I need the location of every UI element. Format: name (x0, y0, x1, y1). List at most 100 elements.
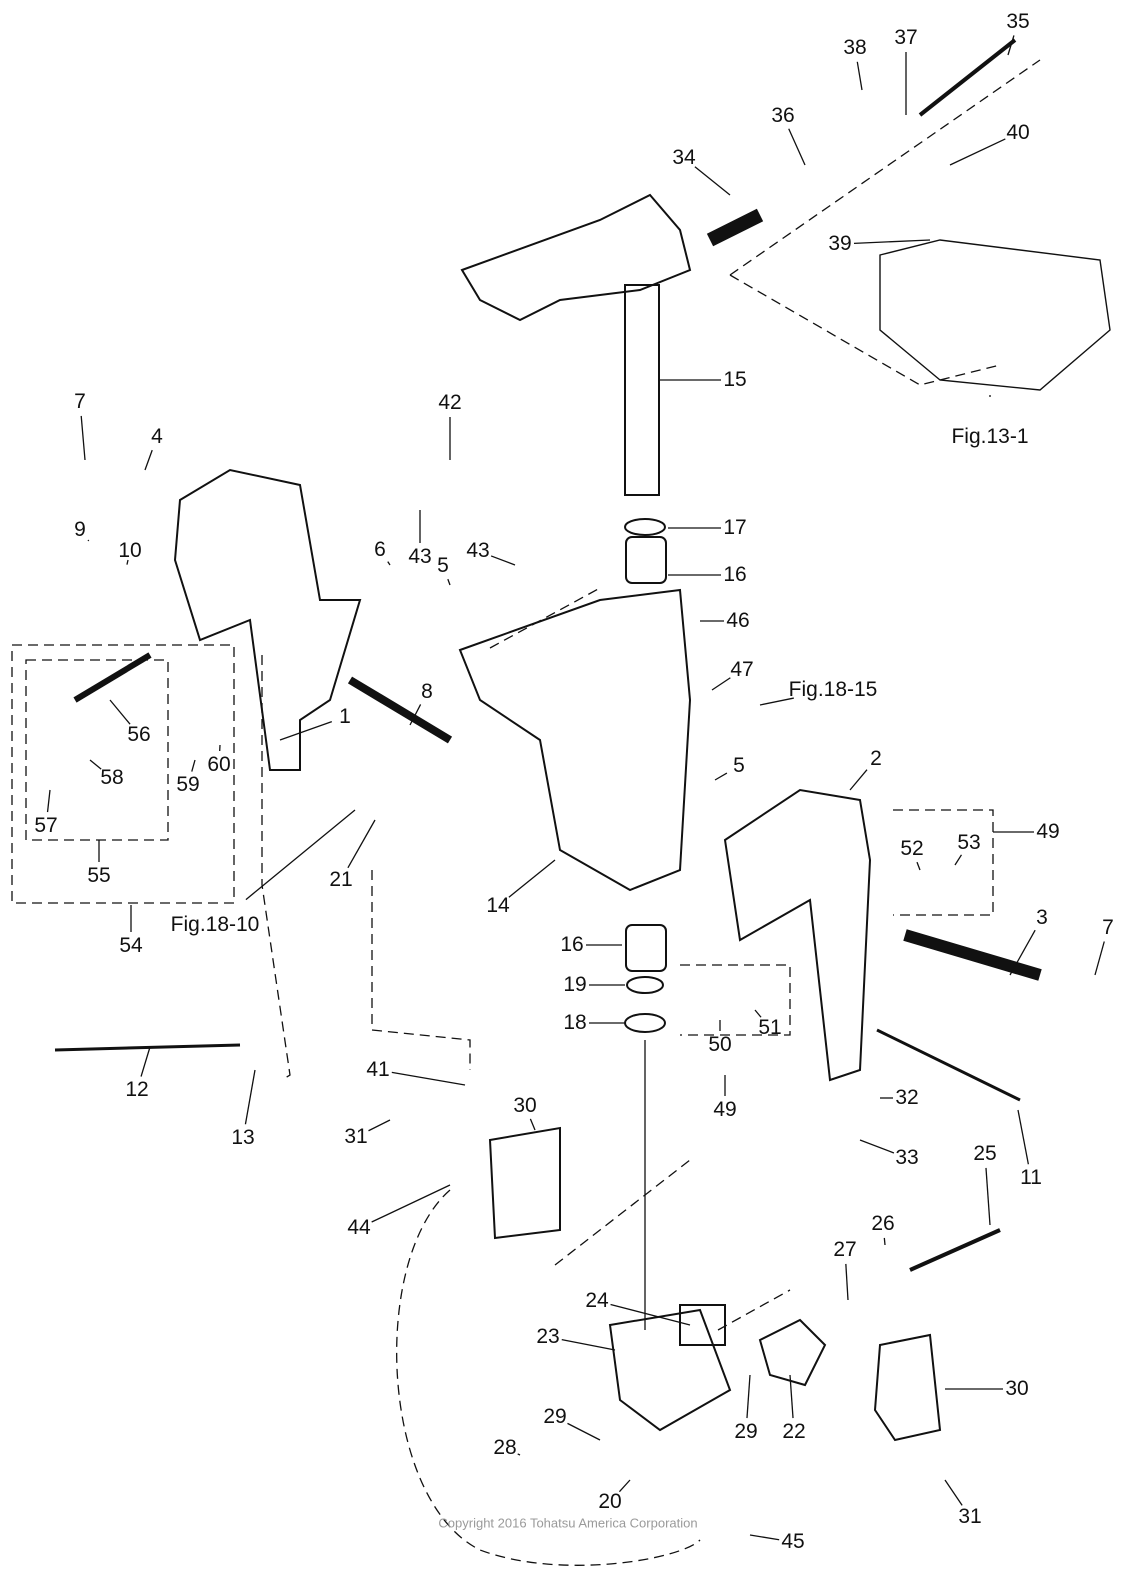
callout-56: 56 (127, 723, 151, 746)
callout-59: 59 (176, 773, 200, 796)
callout-7: 7 (74, 390, 86, 413)
tube-3 (903, 929, 1042, 981)
plate-30 (488, 1126, 561, 1240)
callout-30: 30 (1005, 1377, 1029, 1400)
callout-20: 20 (598, 1490, 622, 1513)
leader-line (87, 539, 90, 542)
callout-7: 7 (1102, 916, 1114, 939)
leader-line (916, 861, 921, 871)
leader-line (490, 555, 516, 566)
bushing-lower (625, 924, 667, 972)
callout-32: 32 (895, 1086, 919, 1109)
leader-line (856, 61, 863, 91)
leader-line (191, 759, 196, 772)
callout-45: 45 (781, 1530, 805, 1553)
callout-46: 46 (726, 609, 750, 632)
leader-line (387, 561, 391, 566)
callout-8: 8 (421, 680, 433, 703)
callout-5: 5 (733, 754, 745, 777)
bushing-upper (625, 536, 667, 584)
callout-57: 57 (34, 814, 58, 837)
callout-27: 27 (833, 1238, 857, 1261)
leader-line (567, 1422, 601, 1441)
callout-28: 28 (493, 1436, 517, 1459)
callout-29: 29 (543, 1405, 567, 1428)
leader-line (1007, 35, 1015, 56)
callout-16: 16 (560, 933, 584, 956)
copyright-text: Copyright 2016 Tohatsu America Corporati… (438, 1515, 698, 1531)
callout-42: 42 (438, 391, 462, 414)
callout-58: 58 (100, 766, 124, 789)
callout-41: 41 (366, 1058, 390, 1081)
callout-49: 49 (713, 1098, 737, 1121)
leader-line (789, 1374, 794, 1419)
bolt-25 (909, 1228, 1001, 1272)
bolt-35 (918, 38, 1017, 117)
callout-50: 50 (708, 1033, 732, 1056)
callout-5: 5 (437, 554, 449, 577)
callout-16: 16 (723, 563, 747, 586)
callout-9: 9 (74, 518, 86, 541)
leader-line (347, 819, 376, 869)
stern-bracket-left (173, 468, 362, 771)
callout-11: 11 (1020, 1166, 1042, 1189)
spring-56 (73, 652, 152, 703)
mount-34 (706, 208, 764, 247)
callout-13: 13 (231, 1126, 255, 1149)
washer-17 (624, 518, 666, 536)
leader-line (279, 721, 333, 741)
callout-24: 24 (585, 1289, 609, 1312)
dashed-group-lines (11, 59, 1041, 1566)
leader-line (944, 1479, 963, 1506)
leader-line (391, 1071, 466, 1086)
leader-line (409, 704, 422, 726)
callout-49: 49 (1036, 820, 1060, 843)
leader-line (754, 1009, 762, 1018)
mount-23 (608, 1308, 732, 1432)
leader-line (694, 166, 731, 196)
callout-30: 30 (513, 1094, 537, 1117)
leader-line (746, 1374, 751, 1419)
callout-1: 1 (339, 705, 351, 728)
callout-51: 51 (758, 1016, 782, 1039)
callout-52: 52 (900, 837, 924, 860)
leader-line (1009, 929, 1036, 976)
callout-37: 37 (894, 26, 918, 49)
callout-18: 18 (563, 1011, 587, 1034)
callout-fig-18-10: Fig.18-10 (170, 913, 260, 936)
leader-line (610, 1303, 691, 1326)
callout-38: 38 (843, 36, 867, 59)
callout-60: 60 (207, 753, 231, 776)
leader-line (517, 1453, 521, 1456)
swivel-bracket (458, 588, 692, 892)
callout-31: 31 (958, 1505, 982, 1528)
rubber-22 (758, 1318, 827, 1387)
leader-line (985, 1167, 991, 1226)
steering-bracket (460, 193, 692, 322)
callout-43: 43 (466, 539, 490, 562)
callout-fig-18-15: Fig.18-15 (788, 678, 878, 701)
callout-21: 21 (329, 868, 353, 891)
leader-line (89, 759, 102, 770)
leader-line (80, 415, 86, 461)
bolt-11 (876, 1028, 1021, 1102)
leader-lines (46, 35, 1105, 1541)
pin-8 (347, 676, 453, 744)
callout-2: 2 (870, 747, 882, 770)
leader-line (46, 789, 51, 813)
leader-line (144, 449, 153, 471)
callout-19: 19 (563, 973, 587, 996)
callout-54: 54 (119, 934, 143, 957)
leader-line (949, 138, 1006, 166)
callout-29: 29 (734, 1420, 758, 1443)
leader-line (853, 239, 931, 245)
leader-line (849, 769, 868, 791)
steering-shaft (624, 284, 660, 496)
callout-12: 12 (125, 1078, 149, 1101)
leader-line (244, 1069, 256, 1125)
part-shapes (54, 38, 1111, 1442)
leader-line (954, 854, 963, 866)
leader-line (711, 677, 731, 691)
stern-bracket-right (723, 788, 872, 1082)
